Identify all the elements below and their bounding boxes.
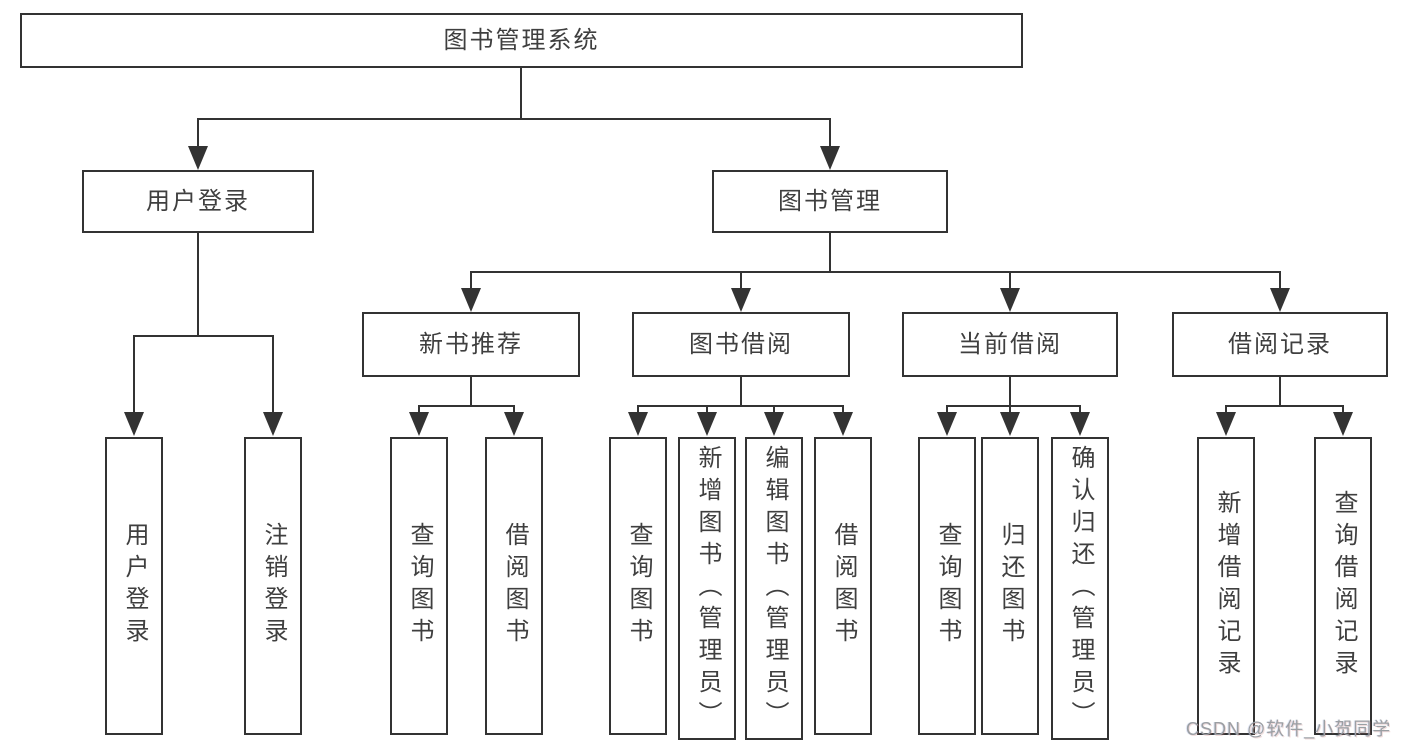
leaf-label: 查询图书 xyxy=(934,522,961,650)
node-book-borrow: 图书借阅 xyxy=(632,312,850,377)
arrow-down-icon xyxy=(409,412,429,436)
leaf-label: 查询图书 xyxy=(406,522,433,650)
arrow-down-icon xyxy=(731,288,751,312)
leaf-edit-book-admin: 编辑图书（管理员） xyxy=(745,437,803,740)
connector-line xyxy=(740,271,742,290)
leaf-label: 查询借阅记录 xyxy=(1330,490,1357,682)
connector-line xyxy=(1279,271,1281,290)
connector-line xyxy=(470,271,1281,273)
leaf-confirm-return-admin: 确认归还（管理员） xyxy=(1051,437,1109,740)
connector-line xyxy=(272,335,274,414)
node-label: 用户登录 xyxy=(146,187,250,215)
connector-line xyxy=(946,405,948,415)
node-user-login: 用户登录 xyxy=(82,170,314,233)
connector-line xyxy=(773,405,775,415)
leaf-label: 归还图书 xyxy=(997,522,1024,650)
connector-line xyxy=(133,335,135,414)
connector-line xyxy=(470,377,472,406)
arrow-down-icon xyxy=(188,146,208,170)
leaf-return-book: 归还图书 xyxy=(981,437,1039,735)
connector-line xyxy=(1009,271,1011,290)
connector-line xyxy=(1342,405,1344,415)
node-borrow-records: 借阅记录 xyxy=(1172,312,1388,377)
arrow-down-icon xyxy=(820,146,840,170)
leaf-label: 查询图书 xyxy=(625,522,652,650)
leaf-logout: 注销登录 xyxy=(244,437,302,735)
node-library-system: 图书管理系统 xyxy=(20,13,1023,68)
leaf-label: 确认归还（管理员） xyxy=(1067,444,1094,733)
connector-line xyxy=(133,335,274,337)
connector-line xyxy=(1079,405,1081,415)
connector-line xyxy=(1279,377,1281,406)
arrow-down-icon xyxy=(1216,412,1236,436)
arrow-down-icon xyxy=(124,412,144,436)
connector-line xyxy=(197,233,199,337)
node-current-borrow: 当前借阅 xyxy=(902,312,1118,377)
connector-line xyxy=(197,118,831,120)
connector-line xyxy=(637,405,844,407)
connector-line xyxy=(520,68,522,120)
node-book-management: 图书管理 xyxy=(712,170,948,233)
connector-line xyxy=(1009,377,1011,406)
leaf-label: 借阅图书 xyxy=(501,522,528,650)
leaf-label: 新增图书（管理员） xyxy=(694,444,721,733)
connector-line xyxy=(197,118,199,150)
leaf-query-borrow-record: 查询借阅记录 xyxy=(1314,437,1372,735)
connector-line xyxy=(513,405,515,415)
connector-line xyxy=(740,377,742,406)
node-label: 图书管理系统 xyxy=(443,26,600,54)
node-label: 当前借阅 xyxy=(958,330,1062,358)
arrow-down-icon xyxy=(833,412,853,436)
arrow-down-icon xyxy=(764,412,784,436)
connector-line xyxy=(1009,405,1011,415)
connector-line xyxy=(418,405,420,415)
arrow-down-icon xyxy=(1000,288,1020,312)
connector-line xyxy=(842,405,844,415)
leaf-query-books-current: 查询图书 xyxy=(918,437,976,735)
connector-line xyxy=(1225,405,1227,415)
watermark: CSDN @软件_小贺同学 xyxy=(1186,719,1392,739)
leaf-label: 借阅图书 xyxy=(830,522,857,650)
arrow-down-icon xyxy=(1270,288,1290,312)
connector-line xyxy=(706,405,708,415)
arrow-down-icon xyxy=(937,412,957,436)
leaf-borrow-books: 借阅图书 xyxy=(814,437,872,735)
arrow-down-icon xyxy=(504,412,524,436)
node-new-book-recommend: 新书推荐 xyxy=(362,312,580,377)
connector-line xyxy=(946,405,1081,407)
arrow-down-icon xyxy=(628,412,648,436)
leaf-borrow-books-recommend: 借阅图书 xyxy=(485,437,543,735)
connector-line xyxy=(829,118,831,150)
node-label: 新书推荐 xyxy=(419,330,523,358)
connector-line xyxy=(637,405,639,415)
node-label: 图书管理 xyxy=(778,187,882,215)
node-label: 图书借阅 xyxy=(689,330,793,358)
leaf-add-borrow-record: 新增借阅记录 xyxy=(1197,437,1255,735)
leaf-label: 用户登录 xyxy=(121,522,148,650)
connector-line xyxy=(418,405,515,407)
arrow-down-icon xyxy=(697,412,717,436)
leaf-label: 编辑图书（管理员） xyxy=(761,444,788,733)
leaf-add-book-admin: 新增图书（管理员） xyxy=(678,437,736,740)
connector-line xyxy=(829,233,831,273)
node-label: 借阅记录 xyxy=(1228,330,1332,358)
leaf-label: 注销登录 xyxy=(260,522,287,650)
leaf-query-books-borrow: 查询图书 xyxy=(609,437,667,735)
arrow-down-icon xyxy=(461,288,481,312)
connector-line xyxy=(1225,405,1344,407)
arrow-down-icon xyxy=(263,412,283,436)
connector-line xyxy=(470,271,472,290)
arrow-down-icon xyxy=(1070,412,1090,436)
leaf-label: 新增借阅记录 xyxy=(1213,490,1240,682)
arrow-down-icon xyxy=(1000,412,1020,436)
arrow-down-icon xyxy=(1333,412,1353,436)
leaf-query-books-recommend: 查询图书 xyxy=(390,437,448,735)
leaf-user-login: 用户登录 xyxy=(105,437,163,735)
